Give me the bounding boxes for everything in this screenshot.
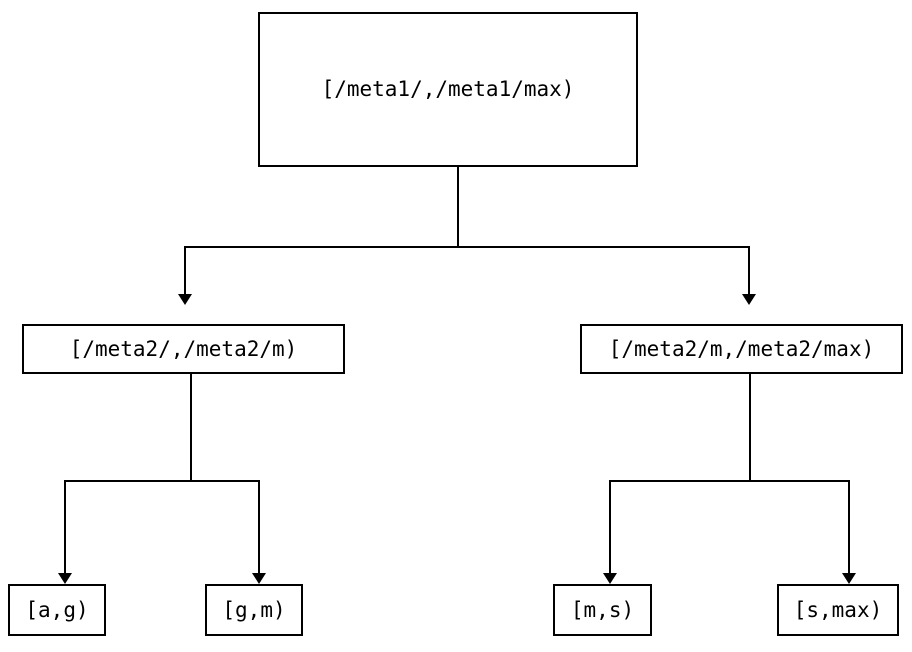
edge-root-crossbar: [184, 246, 750, 248]
edge-root-to-l2-left-drop: [184, 246, 186, 295]
edge-root-to-l2-right-drop: [748, 246, 750, 295]
edge-l2-left-to-leaf-gm-drop: [258, 480, 260, 574]
arrowhead-root-to-l2-right: [742, 294, 756, 305]
tree-node-root-label: [/meta1/,/meta1/max): [321, 77, 575, 101]
edge-l2-left-to-leaf-ag-drop: [64, 480, 66, 574]
tree-node-meta2-lower[interactable]: [/meta2/,/meta2/m): [22, 324, 345, 374]
tree-leaf-s-max-label: [s,max): [793, 597, 883, 622]
tree-leaf-g-m-label: [g,m): [222, 597, 286, 622]
tree-node-meta2-lower-label: [/meta2/,/meta2/m): [69, 336, 298, 361]
edge-l2-right-to-leaf-smax-drop: [848, 480, 850, 574]
edge-l2-left-crossbar: [64, 480, 260, 482]
tree-leaf-g-m[interactable]: [g,m): [205, 584, 303, 636]
arrowhead-l2-right-to-leaf-ms: [603, 573, 617, 584]
arrowhead-l2-left-to-leaf-gm: [252, 573, 266, 584]
tree-leaf-s-max[interactable]: [s,max): [777, 584, 899, 636]
tree-leaf-a-g[interactable]: [a,g): [8, 584, 106, 636]
tree-leaf-a-g-label: [a,g): [25, 597, 89, 622]
edge-l2-right-stem: [749, 374, 751, 481]
edge-root-stem: [457, 167, 459, 247]
tree-leaf-m-s-label: [m,s): [570, 597, 635, 622]
edge-l2-right-to-leaf-ms-drop: [609, 480, 611, 574]
edge-l2-right-crossbar: [609, 480, 850, 482]
arrowhead-l2-right-to-leaf-smax: [842, 573, 856, 584]
tree-node-meta2-upper-label: [/meta2/m,/meta2/max): [608, 336, 875, 361]
tree-node-root[interactable]: [/meta1/,/meta1/max): [258, 12, 638, 167]
tree-leaf-m-s[interactable]: [m,s): [553, 584, 652, 636]
arrowhead-l2-left-to-leaf-ag: [58, 573, 72, 584]
tree-node-meta2-upper[interactable]: [/meta2/m,/meta2/max): [580, 324, 903, 374]
arrowhead-root-to-l2-left: [178, 294, 192, 305]
edge-l2-left-stem: [190, 374, 192, 481]
